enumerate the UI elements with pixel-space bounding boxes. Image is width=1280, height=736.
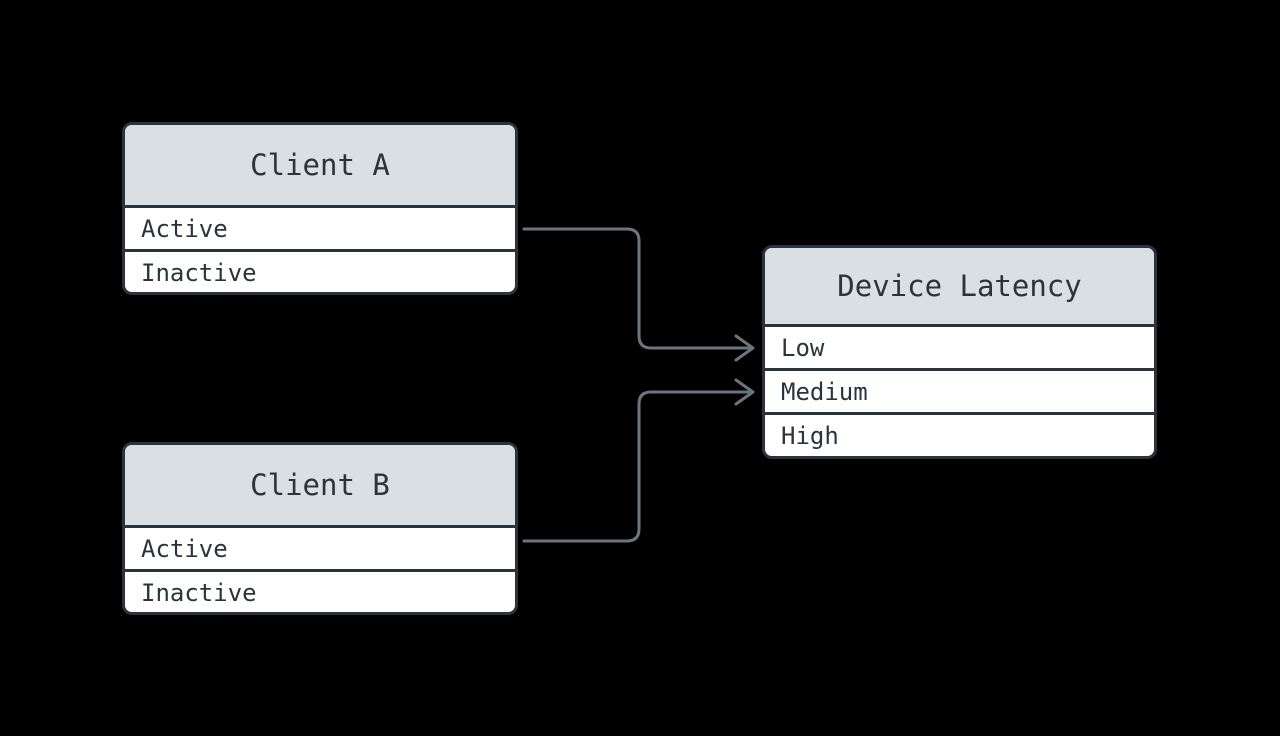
edge-line [522,390,754,543]
node-client-b-row-active[interactable]: Active [125,528,515,569]
edge-arrowhead [734,378,755,406]
node-device-latency-row-medium[interactable]: Medium [765,371,1154,412]
node-client-a-title: Client A [125,125,515,208]
node-client-a-rows: Active Inactive [125,208,515,292]
node-client-b-title: Client B [125,445,515,528]
edge-client-a-active-to-low [522,227,755,362]
node-device-latency-rows: Low Medium High [765,327,1154,456]
edge-arrowhead [734,334,755,362]
edge-line [522,227,754,350]
node-client-b[interactable]: Client B Active Inactive [122,442,518,615]
node-device-latency-title: Device Latency [765,248,1154,327]
node-device-latency-row-high[interactable]: High [765,415,1154,456]
node-client-b-row-inactive[interactable]: Inactive [125,572,515,612]
node-device-latency[interactable]: Device Latency Low Medium High [762,245,1157,459]
node-device-latency-row-low[interactable]: Low [765,327,1154,368]
node-client-a-row-inactive[interactable]: Inactive [125,252,515,292]
node-client-a-row-active[interactable]: Active [125,208,515,249]
node-client-a[interactable]: Client A Active Inactive [122,122,518,295]
node-client-b-rows: Active Inactive [125,528,515,612]
edge-client-b-active-to-medium [522,378,755,543]
